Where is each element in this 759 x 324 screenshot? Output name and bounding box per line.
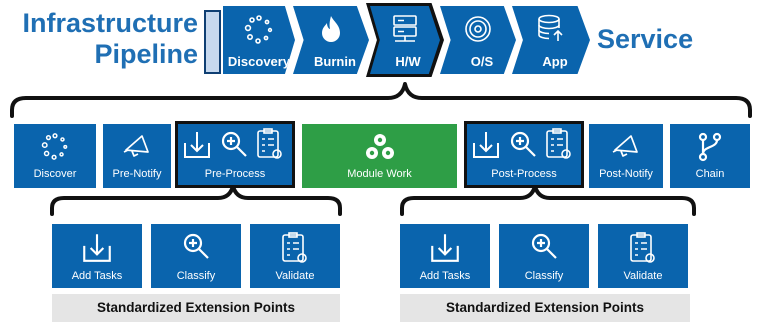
dots-circle-icon [41,133,68,160]
step-label: Post-Process [491,168,557,180]
service-title: Service [597,24,694,54]
ext-label: Classify [176,270,216,282]
dots-circle-icon [244,15,273,44]
stage-app[interactable]: App [512,6,590,74]
server-icon [393,15,417,42]
ext-label: Add Tasks [71,270,123,282]
stage-discovery[interactable]: Discovery [223,6,295,74]
checklist-icon [546,128,571,159]
ext-add-tasks[interactable]: Add Tasks [400,224,490,288]
extension-points-caption: Standardized Extension Points [52,294,340,322]
ext-classify[interactable]: Classify [499,224,589,288]
stage-hw[interactable]: H/W [370,6,440,74]
branch-icon [698,132,722,162]
disc-icon [465,16,491,42]
stage-os[interactable]: O/S [440,6,516,74]
step-module-work[interactable]: Module Work [302,124,457,188]
stage-label: Discovery [227,54,291,69]
pipeline-title: Infrastructure Pipeline [8,8,198,70]
search-plus-icon [183,233,209,259]
extension-points-caption: Standardized Extension Points [400,294,690,322]
stage-burnin[interactable]: Burnin [293,6,369,74]
step-label: Pre-Process [204,168,266,180]
step-pre-notify[interactable]: Pre-Notify [103,124,171,188]
megaphone-icon [612,135,638,157]
step-pre-process[interactable]: Pre-Process [175,121,295,188]
pipeline-start-marker [204,10,221,74]
ext-add-tasks[interactable]: Add Tasks [52,224,142,288]
ext-validate[interactable]: Validate [250,224,340,288]
search-plus-icon [221,131,247,157]
step-discover[interactable]: Discover [14,124,96,188]
stage-label: H/W [395,54,421,69]
megaphone-icon [123,135,149,157]
stage-label: App [542,54,568,69]
step-label: Post-Notify [599,168,653,180]
step-label: Chain [695,168,725,180]
step-post-notify[interactable]: Post-Notify [589,124,663,188]
step-label: Module Work [347,168,412,180]
stage-label: Burnin [314,54,356,69]
checklist-icon [257,128,282,159]
download-icon [473,132,499,158]
download-icon [83,234,111,262]
download-icon [184,132,210,158]
database-upload-icon [538,14,563,41]
ext-label: Validate [275,270,315,282]
pipeline-title-line2: Pipeline [94,39,198,69]
ext-label: Validate [623,270,663,282]
step-label: Pre-Notify [112,168,162,180]
step-label: Discover [33,168,77,180]
ext-label: Classify [524,270,564,282]
gears-icon [365,134,394,159]
search-plus-icon [510,131,536,157]
stage-label: O/S [470,54,494,69]
flame-icon [322,16,340,42]
ext-classify[interactable]: Classify [151,224,241,288]
ext-label: Add Tasks [419,270,471,282]
ext-validate[interactable]: Validate [598,224,688,288]
download-icon [431,234,459,262]
step-post-process[interactable]: Post-Process [464,121,584,188]
checklist-icon [282,232,307,263]
checklist-icon [630,232,655,263]
pipeline-title-line1: Infrastructure [22,8,198,38]
search-plus-icon [531,233,557,259]
step-chain[interactable]: Chain [670,124,750,188]
